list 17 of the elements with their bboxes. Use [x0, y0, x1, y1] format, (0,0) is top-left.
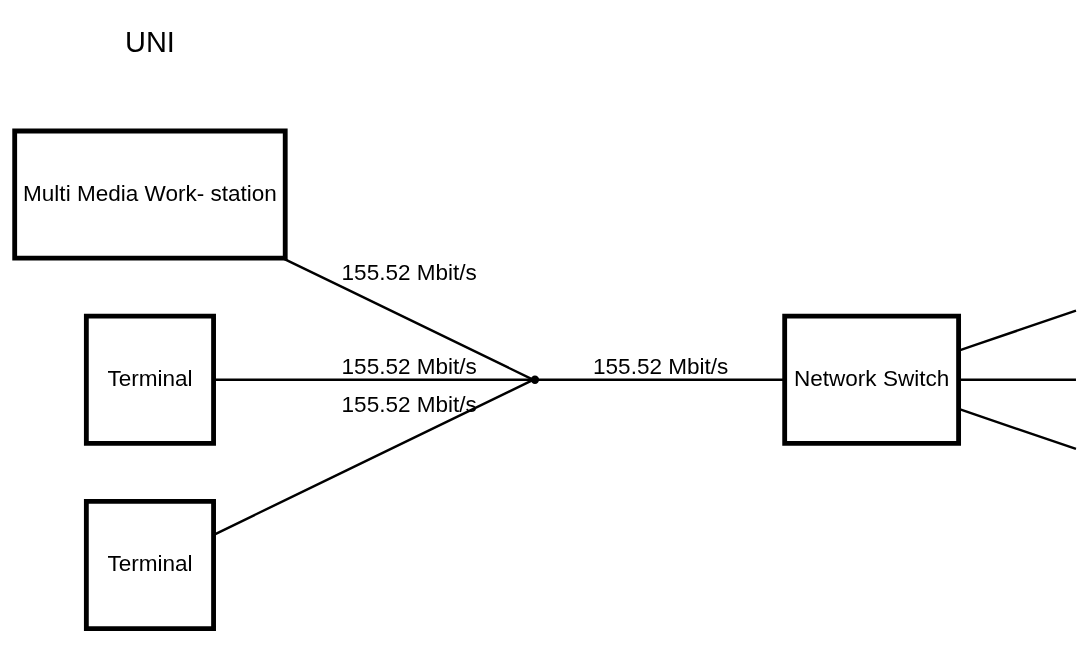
connector [213, 378, 534, 536]
connector [958, 309, 1077, 352]
connector [213, 378, 534, 381]
edge-label: 155.52 Mbit/s [341, 392, 477, 418]
connector [282, 257, 534, 381]
node-point [530, 375, 540, 384]
edge-label: 155.52 Mbit/s [593, 353, 729, 379]
connector [958, 407, 1077, 451]
connector [536, 378, 785, 381]
edge-label: 155.52 Mbit/s [341, 260, 477, 286]
node-box: Network Switch [782, 313, 961, 446]
connector [958, 378, 1076, 381]
label: UNI [125, 25, 175, 58]
edge-label: 155.52 Mbit/s [341, 353, 477, 379]
node-box: Terminal [83, 498, 216, 631]
node-box: Terminal [83, 313, 216, 446]
node-box: Multi Media Work- station [12, 128, 288, 261]
